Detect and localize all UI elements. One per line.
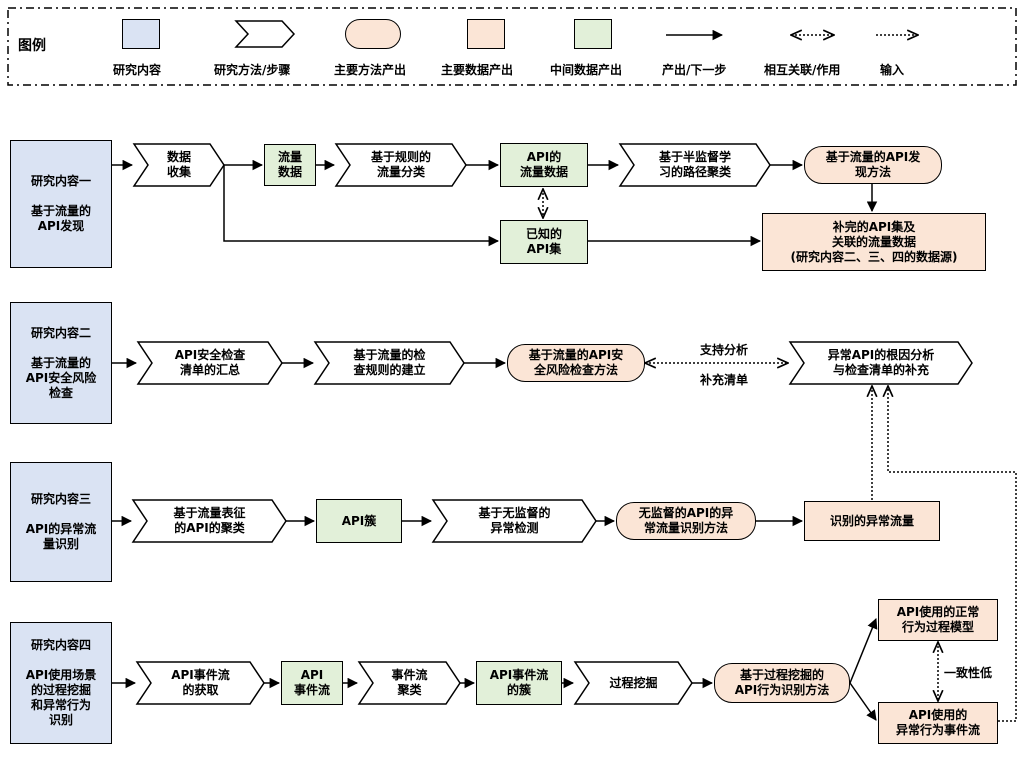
dotted-r4-abnormal-rootcause xyxy=(888,386,1017,722)
r2-checklist-label: API安全检查 清单的汇总 xyxy=(174,348,246,377)
r1-method: 基于流量的API发 现方法 xyxy=(804,146,942,184)
r1-known-api: 已知的 API集 xyxy=(500,220,588,264)
r1-semi-cluster-label: 基于半监督学 习的路径聚类 xyxy=(658,150,731,179)
legend-label-input: 输入 xyxy=(880,63,905,77)
chevron-r3-cluster xyxy=(131,499,287,543)
r1-traffic-data: 流量 数据 xyxy=(264,144,316,186)
arrow-r1-collect-known xyxy=(223,165,500,247)
r4-consistency-label: 一致性低 xyxy=(944,666,993,680)
r1-rule-classify-label: 基于规则的 流量分类 xyxy=(370,150,431,179)
legend-rect-blue xyxy=(122,19,160,49)
legend-label-main-method: 主要方法产出 xyxy=(334,63,407,77)
research-content-1: 研究内容一 基于流量的 API发现 xyxy=(10,140,112,268)
r4-abnormal-stream: API使用的 异常行为事件流 xyxy=(878,702,998,744)
arrow-r4-method-abnormal xyxy=(849,682,877,721)
research-content-2: 研究内容二 基于流量的 API安全风险 检查 xyxy=(10,302,112,424)
r2-rules-label: 基于流量的检 查规则的建立 xyxy=(353,348,426,377)
r2-support-label: 支持分析 xyxy=(700,343,749,357)
legend-label-correlation: 相互关联/作用 xyxy=(764,63,841,77)
legend-chevron-shape xyxy=(234,20,296,48)
research-content-3: 研究内容三 API的异常流 量识别 xyxy=(10,462,112,582)
r4-event-cluster-result: API事件流 的簇 xyxy=(476,661,562,705)
chevron-r1-semi-cluster xyxy=(618,143,771,187)
r3-cluster-label: 基于流量表征 的API的聚类 xyxy=(173,506,246,535)
legend-label-main-data: 主要数据产出 xyxy=(441,63,514,77)
research-content-4: 研究内容四 API使用场景 的过程挖掘 和异常行为 识别 xyxy=(10,622,112,744)
r1-collect-label: 数据 收集 xyxy=(166,150,191,179)
legend-label-intermediate: 中间数据产出 xyxy=(550,63,623,77)
chevron-r4-process-mining xyxy=(573,661,693,705)
chevron-r1-collect xyxy=(132,143,225,187)
r2-method: 基于流量的API安 全风险检查方法 xyxy=(507,344,645,382)
legend-label-output-next: 产出/下一步 xyxy=(662,63,727,77)
chevron-r4-event-get xyxy=(135,661,265,705)
r4-normal-model: API使用的正常 行为过程模型 xyxy=(878,599,998,641)
legend-oval xyxy=(345,19,401,49)
r4-method: 基于过程挖掘的 API行为识别方法 xyxy=(714,663,850,703)
legend-rect-peach xyxy=(467,19,505,49)
chevron-r2-checklist xyxy=(136,341,283,385)
arrow-r4-method-normal xyxy=(849,618,878,684)
r1-api-traffic: API的 流量数据 xyxy=(500,143,588,187)
r3-api-cluster: API簇 xyxy=(316,499,402,543)
r3-output: 识别的异常流量 xyxy=(804,501,940,541)
chevron-r2-root-cause xyxy=(788,341,973,385)
chevron-r1-rule-classify xyxy=(334,143,467,187)
legend-rect-green xyxy=(574,19,612,49)
r2-supplement-label: 补充清单 xyxy=(700,373,749,387)
legend-label-content: 研究内容 xyxy=(113,63,162,77)
legend-label-method: 研究方法/步骤 xyxy=(214,63,291,77)
r4-event-get-label: API事件流 的获取 xyxy=(171,668,230,697)
r4-event-stream: API 事件流 xyxy=(281,661,343,705)
r4-event-cluster-label: 事件流 聚类 xyxy=(391,668,428,697)
legend-title: 图例 xyxy=(18,38,46,54)
chevron-r3-unsup-detect xyxy=(431,499,597,543)
chevron-r4-event-cluster xyxy=(357,661,461,705)
legend-frame xyxy=(7,7,1017,86)
r4-process-mining-label: 过程挖掘 xyxy=(609,675,658,690)
chevron-r2-rules xyxy=(313,341,465,385)
r3-method: 无监督的API的异 常流量识别方法 xyxy=(616,502,756,540)
r1-output: 补完的API集及 关联的流量数据 (研究内容二、三、四的数据源) xyxy=(762,213,986,271)
r2-root-cause-label: 异常API的根因分析 与检查清单的补充 xyxy=(827,348,935,377)
r3-unsup-detect-label: 基于无监督的 异常检测 xyxy=(478,506,551,535)
